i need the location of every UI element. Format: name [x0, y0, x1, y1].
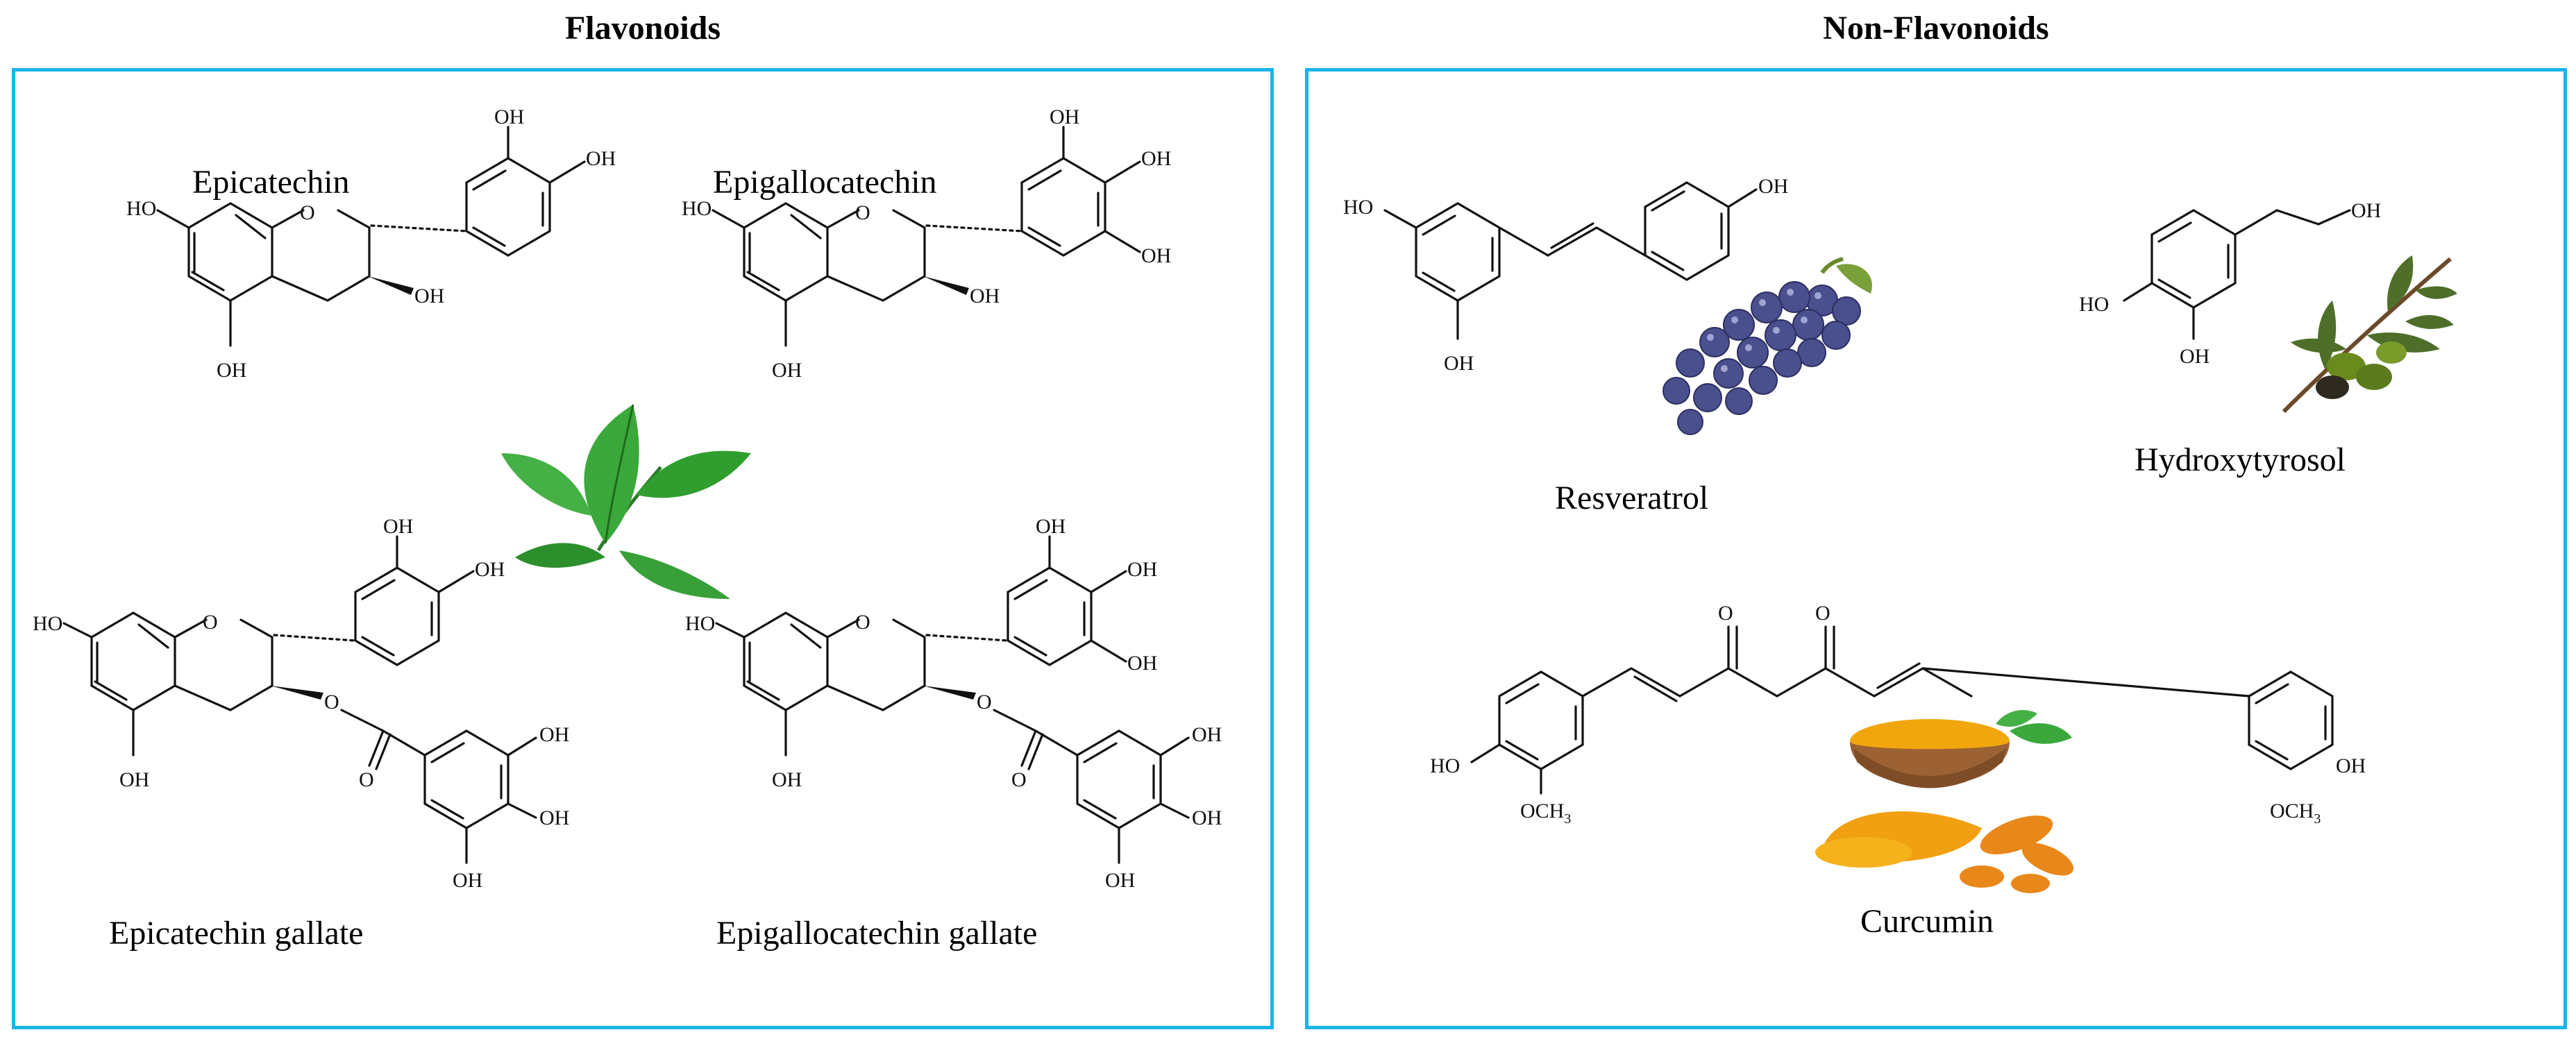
svg-text:O: O	[359, 768, 374, 791]
svg-text:OH: OH	[1192, 806, 1222, 829]
svg-text:O: O	[1815, 602, 1830, 625]
svg-text:O: O	[1011, 768, 1027, 791]
svg-text:HO: HO	[33, 612, 62, 635]
svg-text:OH: OH	[586, 147, 616, 170]
epicatechin-structure: O HO OH OH OH OH	[126, 105, 616, 382]
svg-text:OH: OH	[1127, 652, 1157, 675]
svg-text:OH: OH	[383, 515, 413, 538]
olive-branch-image	[2282, 255, 2457, 414]
svg-text:O: O	[324, 691, 339, 713]
green-tea-leaves-image	[501, 404, 751, 599]
svg-text:O: O	[855, 611, 870, 634]
svg-text:OH: OH	[772, 359, 802, 382]
resveratrol-label: Resveratrol	[1555, 480, 1709, 516]
svg-text:HO: HO	[1343, 196, 1373, 219]
svg-text:OH: OH	[1444, 352, 1474, 375]
svg-text:OH: OH	[1105, 869, 1135, 892]
svg-text:OH: OH	[539, 723, 569, 746]
svg-text:OH: OH	[772, 768, 802, 791]
flavonoids-panel: Epicatechin Epigallocatechin Epicatechin…	[12, 68, 1274, 1029]
svg-text:OH: OH	[2336, 754, 2366, 777]
svg-text:OH: OH	[494, 105, 524, 128]
svg-text:OH: OH	[1141, 147, 1171, 170]
epigallocatechin-structure: O HO OH OH OH OH OH	[682, 105, 1171, 382]
curcumin-structure: O O HO OH OCH3 OCH3	[1430, 602, 2366, 827]
non-flavonoids-panel: Resveratrol Hydroxytyrosol Curcumin HO O…	[1305, 68, 2567, 1029]
svg-text:OH: OH	[2180, 345, 2209, 368]
hydroxytyrosol-structure: OH HO OH	[2079, 199, 2381, 368]
svg-text:O: O	[1718, 602, 1733, 625]
svg-text:OH: OH	[217, 359, 246, 382]
svg-text:OH: OH	[2351, 199, 2381, 222]
svg-text:HO: HO	[2079, 293, 2109, 316]
svg-text:OH: OH	[539, 806, 569, 829]
epicatechin-gallate-label: Epicatechin gallate	[109, 915, 364, 952]
svg-text:O: O	[855, 201, 870, 224]
svg-text:OH: OH	[414, 285, 444, 307]
grapes-image	[1662, 257, 1872, 435]
svg-text:OH: OH	[1050, 105, 1079, 128]
hydroxytyrosol-label: Hydroxytyrosol	[2135, 441, 2346, 478]
epigallocatechin-label: Epigallocatechin	[713, 164, 937, 201]
epicatechin-label: Epicatechin	[192, 164, 350, 201]
svg-text:OCH3: OCH3	[2270, 800, 2321, 827]
flavonoids-title: Flavonoids	[564, 10, 721, 47]
svg-text:HO: HO	[1430, 754, 1460, 777]
svg-text:OH: OH	[1141, 244, 1171, 267]
svg-text:OH: OH	[1127, 558, 1157, 581]
svg-text:OCH3: OCH3	[1520, 800, 1571, 827]
epicatechin-gallate-structure: O HO OH O O OH OH OH OH OH	[33, 515, 569, 892]
svg-text:OH: OH	[453, 869, 482, 892]
svg-text:O: O	[300, 201, 315, 224]
non-flavonoids-title: Non-Flavonoids	[1823, 10, 2049, 47]
svg-text:HO: HO	[126, 197, 156, 220]
svg-text:OH: OH	[1758, 175, 1788, 198]
svg-text:OH: OH	[1036, 515, 1066, 538]
svg-text:OH: OH	[970, 285, 1000, 307]
svg-text:O: O	[203, 611, 218, 634]
turmeric-bowl-image	[1815, 710, 2074, 893]
svg-text:O: O	[977, 691, 992, 713]
svg-text:OH: OH	[1192, 723, 1222, 746]
resveratrol-structure: HO OH OH	[1343, 175, 1788, 375]
epigallocatechin-gallate-label: Epigallocatechin gallate	[716, 915, 1038, 952]
svg-text:HO: HO	[682, 197, 712, 220]
svg-text:OH: OH	[475, 558, 505, 581]
epigallocatechin-gallate-structure: O HO OH O O OH OH OH OH OH OH	[685, 515, 1222, 892]
curcumin-label: Curcumin	[1860, 903, 1994, 940]
svg-text:HO: HO	[685, 612, 715, 635]
svg-text:OH: OH	[119, 768, 149, 791]
